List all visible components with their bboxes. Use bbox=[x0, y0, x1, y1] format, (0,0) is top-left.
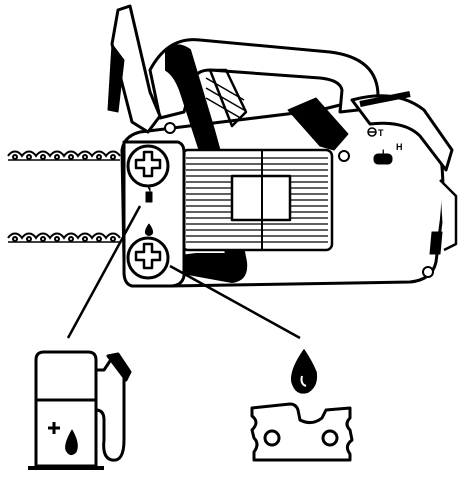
fuel-pump-icon bbox=[28, 352, 130, 468]
cylinder-cooling-fins bbox=[206, 70, 246, 126]
starter-cover-grille bbox=[182, 150, 332, 250]
chain-oil-tank-cap bbox=[128, 238, 168, 278]
chainsaw-body bbox=[108, 6, 456, 286]
chain-upper-run bbox=[8, 152, 120, 161]
carb-label-h: H bbox=[396, 142, 403, 152]
chain-lower-run bbox=[8, 234, 120, 243]
housing-screw bbox=[339, 151, 349, 161]
carb-label-t: T bbox=[378, 128, 384, 138]
chain-oil-icon bbox=[252, 350, 352, 460]
oil-drop-icon bbox=[292, 350, 317, 393]
housing-screw bbox=[165, 123, 175, 133]
housing-screw bbox=[423, 267, 433, 277]
saw-chain bbox=[8, 152, 120, 243]
carb-label-l: L bbox=[382, 148, 388, 158]
fuel-tank-cap bbox=[128, 146, 168, 186]
